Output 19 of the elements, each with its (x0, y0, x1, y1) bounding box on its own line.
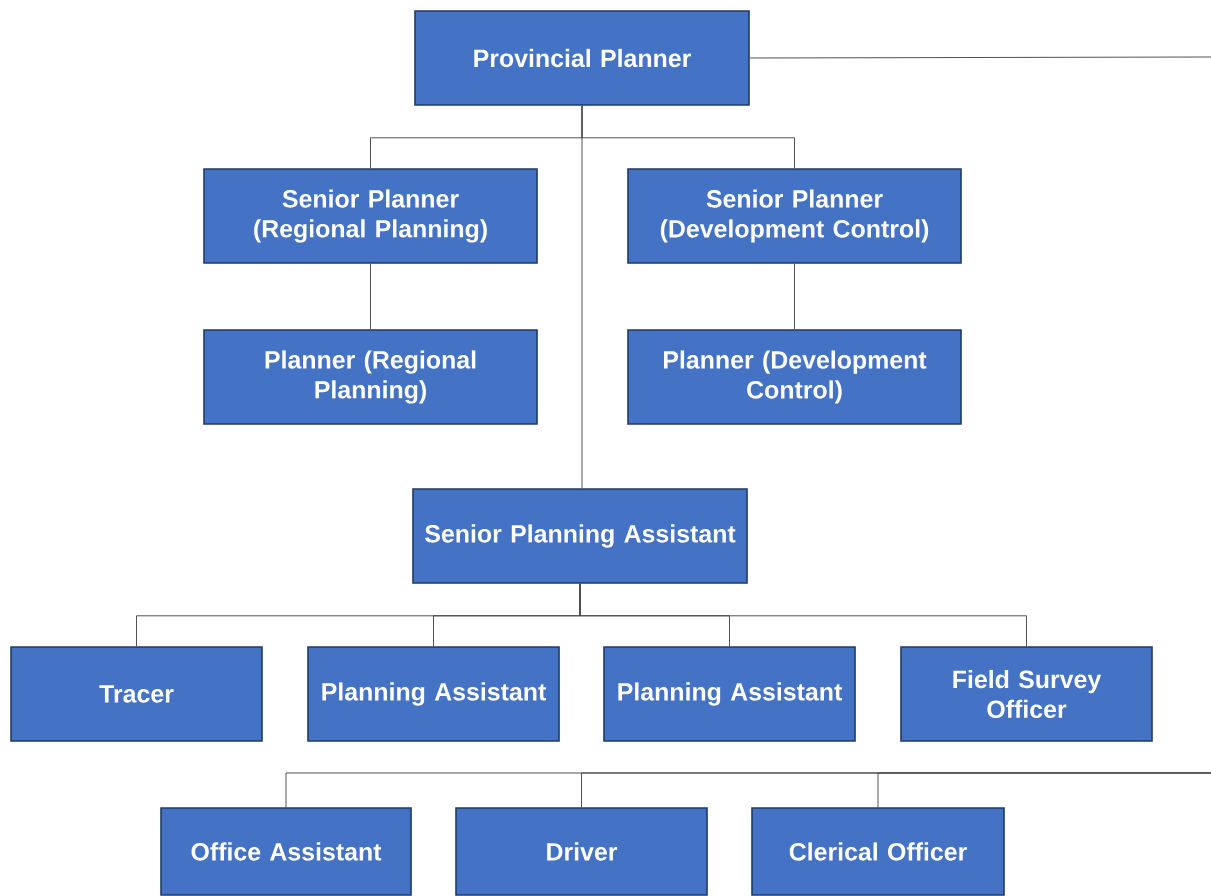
connector-line (370, 263, 371, 330)
position-box: Planning Assistant (307, 646, 560, 742)
connector-line (581, 105, 583, 489)
position-box: Senior Planner (Development Control) (627, 168, 962, 264)
position-box: Planner (Regional Planning) (203, 329, 538, 425)
connector-line (579, 583, 1027, 647)
position-box: Planning Assistant (603, 646, 856, 742)
position-box: Driver (455, 807, 708, 896)
position-box: Tracer (10, 646, 263, 742)
position-box: Provincial Planner (414, 10, 750, 106)
connector-line (794, 263, 795, 330)
connector-line (877, 772, 1211, 808)
position-box: Senior Planning Assistant (412, 488, 748, 584)
position-box: Clerical Officer (751, 807, 1005, 896)
position-box: Office Assistant (160, 807, 412, 896)
connector-line (749, 56, 1211, 59)
position-box: Senior Planner (Regional Planning) (203, 168, 538, 264)
position-box: Planner (Development Control) (627, 329, 962, 425)
position-box: Field Survey Officer (900, 646, 1153, 742)
